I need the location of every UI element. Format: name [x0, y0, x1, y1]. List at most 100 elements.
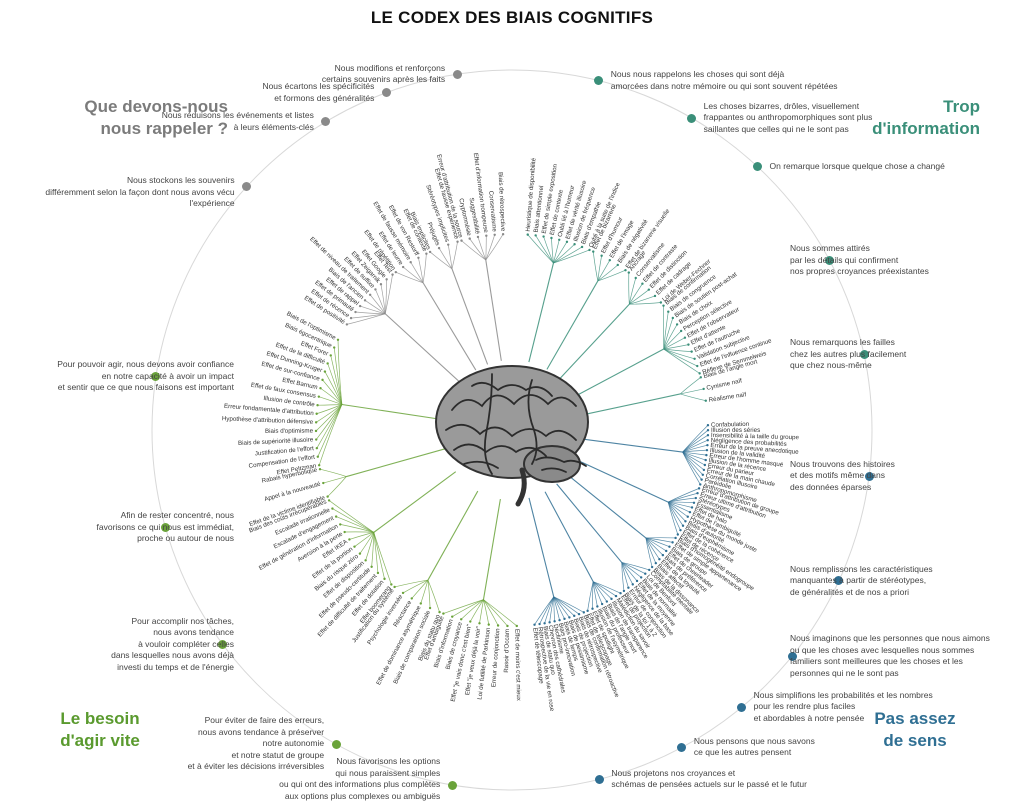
bias-node: [526, 233, 529, 236]
group-marker-dot: [687, 113, 697, 123]
bias-node: [703, 463, 707, 467]
group-description-line: que chez nous-même: [790, 360, 872, 371]
group-description-line: et à éviter les décisions irréversibles: [187, 761, 325, 772]
bias-node: [379, 283, 383, 286]
bias-node: [315, 412, 318, 415]
quadrant-label-line: Le besoin: [60, 709, 140, 728]
bias-node: [622, 589, 626, 593]
bias-node: [605, 600, 609, 603]
branch-twig: [438, 247, 453, 269]
bias-node: [573, 614, 576, 618]
branch-twig: [682, 451, 707, 456]
bias-node: [600, 602, 604, 606]
bias-node: [456, 240, 459, 243]
bias-node: [693, 357, 696, 360]
branch-twig: [316, 404, 343, 449]
branch-twig: [667, 501, 679, 535]
bias-node: [634, 276, 637, 280]
branch-twig: [318, 396, 343, 405]
bias-node: [681, 524, 685, 527]
bias-node: [704, 399, 707, 402]
group-description: Pour éviter de faire des erreurs,nous av…: [94, 715, 325, 773]
outer-ring: [151, 69, 873, 791]
group-description-line: ou que les choses avec lesquelles nous s…: [790, 644, 975, 655]
bias-node: [690, 350, 693, 353]
bias-node: [696, 364, 699, 368]
bias-node: [705, 453, 708, 457]
bias-node: [329, 354, 332, 357]
branch-twig: [320, 387, 343, 405]
bias-node: [563, 617, 566, 621]
bias-node: [391, 273, 394, 276]
branch-twig: [682, 429, 709, 453]
bias-node: [687, 343, 690, 346]
bias-node: [647, 288, 651, 291]
group-description-line: Nous stockons les souvenirs: [126, 175, 235, 186]
quadrant-label-line: d'information: [872, 119, 980, 138]
branch-twig: [527, 234, 554, 264]
bias-node: [323, 370, 327, 373]
bias-node: [692, 501, 696, 504]
branch-twig: [663, 344, 689, 350]
branch-twig: [375, 289, 386, 314]
bias-node: [315, 438, 318, 441]
bias-node: [534, 234, 537, 237]
branch-twig: [485, 235, 487, 261]
brain-fold: [527, 379, 538, 465]
branch-twig: [410, 262, 424, 283]
branch-twig: [384, 274, 393, 314]
bias-node: [493, 233, 496, 236]
branch-twig: [317, 404, 342, 406]
bias-node: [639, 576, 643, 579]
bias-node: [437, 246, 441, 250]
branch-twig: [668, 497, 696, 503]
bias-node: [616, 263, 619, 267]
branch-twig: [544, 596, 555, 624]
group-description-line: et notre statut de groupe: [231, 749, 325, 760]
group-marker-dot: [677, 742, 687, 752]
group-description: Nous imaginons que les personnes que nou…: [790, 633, 1020, 679]
branch-twig: [534, 596, 555, 625]
group-description-line: nous avons tendance: [153, 627, 234, 638]
bias-node: [701, 473, 705, 476]
group-marker-dot: [753, 162, 763, 172]
bias-node: [515, 624, 518, 628]
branch-twig: [483, 599, 490, 625]
bias-node: [671, 316, 675, 320]
bias-node: [699, 483, 702, 486]
bias-node: [679, 329, 683, 333]
bias-node: [538, 622, 541, 626]
branch-twig: [682, 451, 706, 461]
group-description-line: frappantes ou anthropomorphiques sont pl…: [703, 112, 873, 123]
branch-twig: [663, 324, 678, 350]
branch-twig: [645, 537, 660, 560]
bias-node: [671, 541, 674, 544]
bias-node: [608, 258, 612, 262]
bias-node: [438, 610, 441, 614]
brain-fold: [451, 394, 577, 411]
bias-node: [624, 268, 627, 272]
bias-node: [650, 565, 654, 569]
bias-node: [614, 594, 618, 598]
branch-twig: [469, 599, 484, 622]
branch-trunk: [573, 348, 665, 398]
branch-trunk: [341, 403, 443, 421]
bias-node: [631, 583, 634, 586]
branch-twig: [597, 259, 611, 282]
bias-node: [428, 606, 432, 610]
branch-twig: [395, 271, 424, 284]
branch-twig: [319, 468, 347, 477]
bias-node: [676, 533, 680, 536]
bias-label: Illusion des séries: [711, 427, 760, 434]
branch-twig: [628, 277, 637, 305]
group-marker-dot: [825, 256, 835, 266]
branch-twig: [452, 599, 484, 617]
bias-node: [654, 561, 658, 565]
bias-node: [339, 523, 342, 526]
bias-node: [321, 378, 324, 382]
group-description-line: Nous projetons nos croyances et: [611, 767, 736, 778]
bias-node: [702, 387, 705, 391]
branch-twig: [663, 317, 674, 350]
